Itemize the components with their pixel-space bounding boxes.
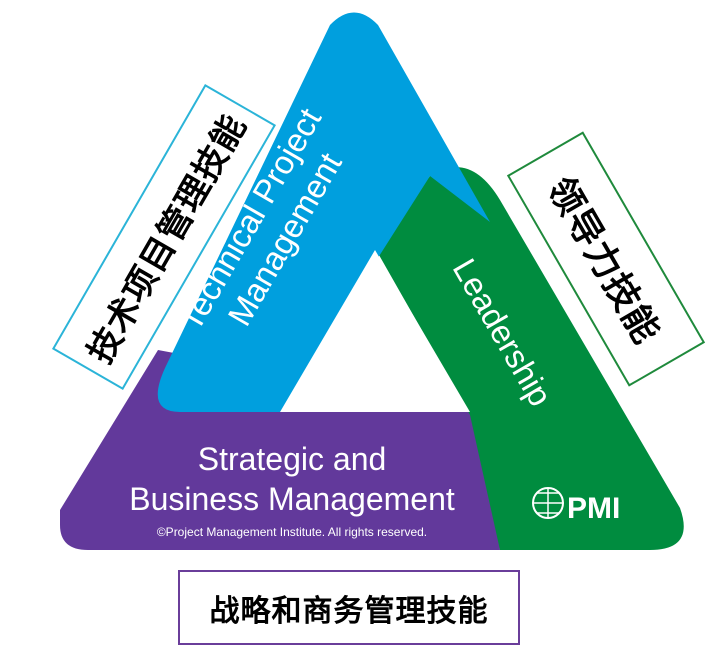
strategic-label-line2: Business Management [129,481,455,517]
copyright-text: ©Project Management Institute. All right… [157,525,427,539]
pmi-logo: PMI [532,487,620,525]
technical-band [157,12,490,412]
leadership-band [375,167,684,550]
strategic-label-line1: Strategic and [198,441,387,477]
strategic-skills-label: 战略和商务管理技能 [178,570,520,645]
pmi-logo-text: PMI [567,492,620,525]
inner-triangle [280,250,470,412]
